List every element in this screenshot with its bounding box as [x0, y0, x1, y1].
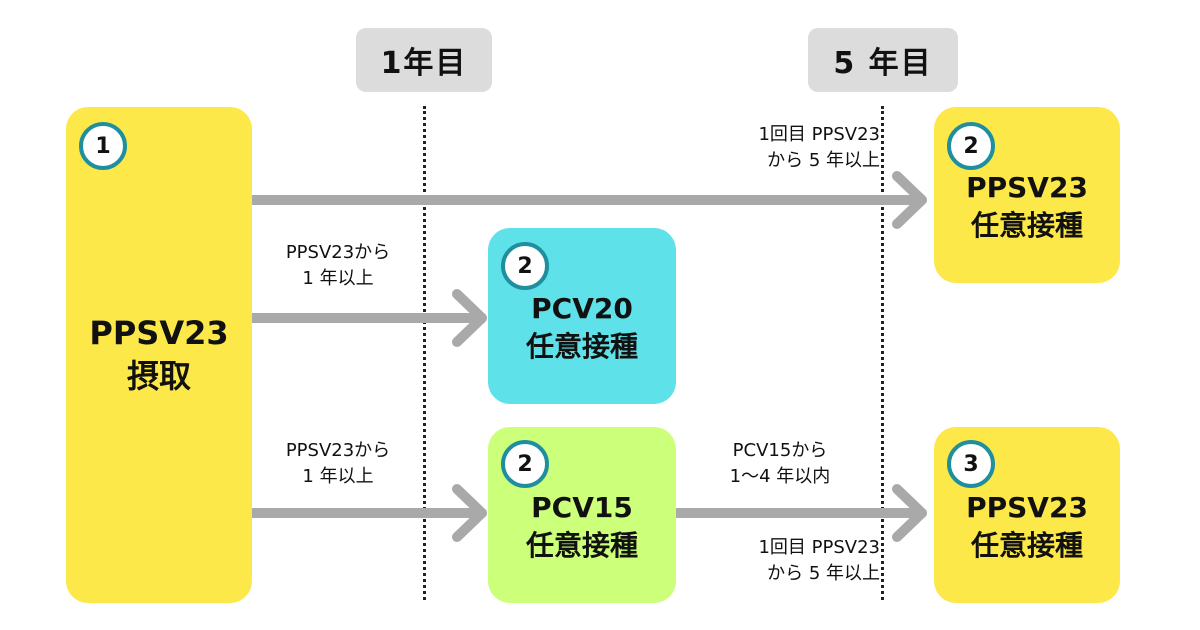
box-pcv20-line2: 任意接種	[525, 330, 638, 363]
start-box-ppsv23: PPSV23 摂取	[66, 107, 252, 603]
box-top-right-line2: 任意接種	[970, 209, 1083, 242]
arrow-head-top	[892, 171, 927, 229]
start-box-line1: PPSV23	[89, 313, 229, 352]
note-mid-line1: PPSV23から	[285, 242, 391, 263]
step-badge-3: 3	[947, 440, 995, 488]
box-bottom-right-line2: 任意接種	[970, 529, 1083, 562]
step-badge-1: 1	[79, 122, 127, 170]
arrow-head-right	[892, 484, 927, 542]
note-top-arrow: 1回目 PPSV23 から 5 年以上	[680, 122, 880, 174]
box-top-right-line1: PPSV23	[966, 171, 1088, 205]
box-ppsv23-second: PPSV23 任意接種	[934, 107, 1120, 283]
year-1-divider	[423, 106, 426, 600]
note-right-below-line1: 1回目 PPSV23	[758, 537, 880, 558]
step-badge-2-pcv20: 2	[501, 242, 549, 290]
note-top-line1: 1回目 PPSV23	[758, 124, 880, 145]
step-badge-2-pcv15: 2	[501, 440, 549, 488]
note-low-line1: PPSV23から	[285, 440, 391, 461]
step-badge-2-top: 2	[947, 122, 995, 170]
arrow-head-mid	[452, 289, 487, 347]
note-top-line2: から 5 年以上	[767, 150, 880, 172]
start-box-line2: 摂取	[126, 357, 191, 395]
note-mid-line2: 1 年以上	[302, 268, 374, 290]
note-mid-arrow: PPSV23から 1 年以上	[258, 240, 418, 292]
note-right-above-line1: PCV15から	[732, 440, 828, 461]
box-pcv15-line1: PCV15	[531, 491, 633, 525]
note-right-below-line2: から 5 年以上	[767, 563, 880, 585]
note-right-below: 1回目 PPSV23 から 5 年以上	[680, 535, 880, 587]
note-low-arrow: PPSV23から 1 年以上	[258, 438, 418, 490]
box-pcv20-line1: PCV20	[531, 292, 633, 326]
box-pcv15-line2: 任意接種	[525, 529, 638, 562]
arrow-head-low	[452, 484, 487, 542]
year-5-divider	[881, 106, 884, 600]
note-right-above-line2: 1～4 年以内	[729, 466, 831, 488]
year-1-label: 1年目	[356, 28, 492, 92]
note-right-above: PCV15から 1～4 年以内	[690, 438, 870, 490]
note-low-line2: 1 年以上	[302, 466, 374, 488]
box-bottom-right-line1: PPSV23	[966, 491, 1088, 525]
year-5-label: 5 年目	[808, 28, 958, 92]
